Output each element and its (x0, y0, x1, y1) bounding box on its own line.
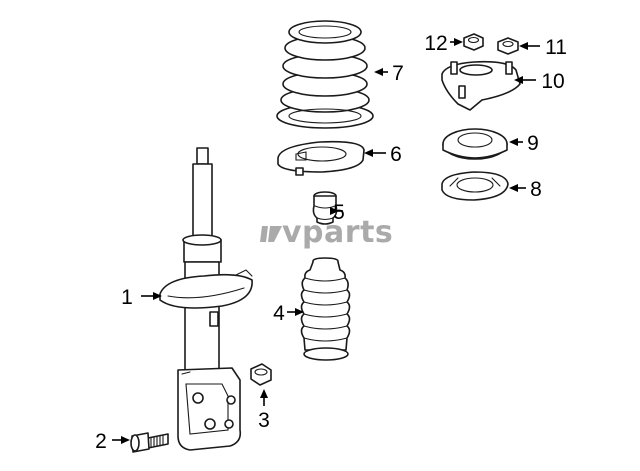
callout-10: 10 (541, 70, 564, 93)
callout-11: 11 (545, 36, 567, 59)
watermark-text: vparts (282, 215, 393, 250)
insulator (441, 171, 509, 201)
bearing (442, 128, 508, 160)
callout-5: 5 (333, 201, 345, 224)
watermark: vparts (260, 215, 393, 250)
coil-spring (276, 20, 374, 129)
strut-mount (441, 60, 521, 111)
watermark-logo-icon (260, 226, 282, 242)
callout-3: 3 (258, 409, 270, 432)
nut-3 (250, 363, 272, 386)
strut-assembly (159, 147, 253, 451)
callout-labels: 1 2 3 4 5 6 7 8 9 10 11 12 (95, 32, 567, 453)
callout-6: 6 (390, 143, 402, 166)
callout-12: 12 (424, 32, 447, 55)
callout-1: 1 (121, 286, 133, 309)
callout-2: 2 (95, 430, 107, 453)
nut-11 (497, 37, 519, 55)
bolt (130, 432, 169, 453)
callout-leaders (112, 38, 540, 444)
callout-9: 9 (527, 132, 539, 155)
callout-4: 4 (273, 302, 285, 325)
spring-seat (277, 140, 365, 176)
callout-8: 8 (530, 178, 542, 201)
nut-12 (463, 33, 484, 51)
dust-boot (300, 257, 351, 361)
callout-7: 7 (392, 62, 404, 85)
